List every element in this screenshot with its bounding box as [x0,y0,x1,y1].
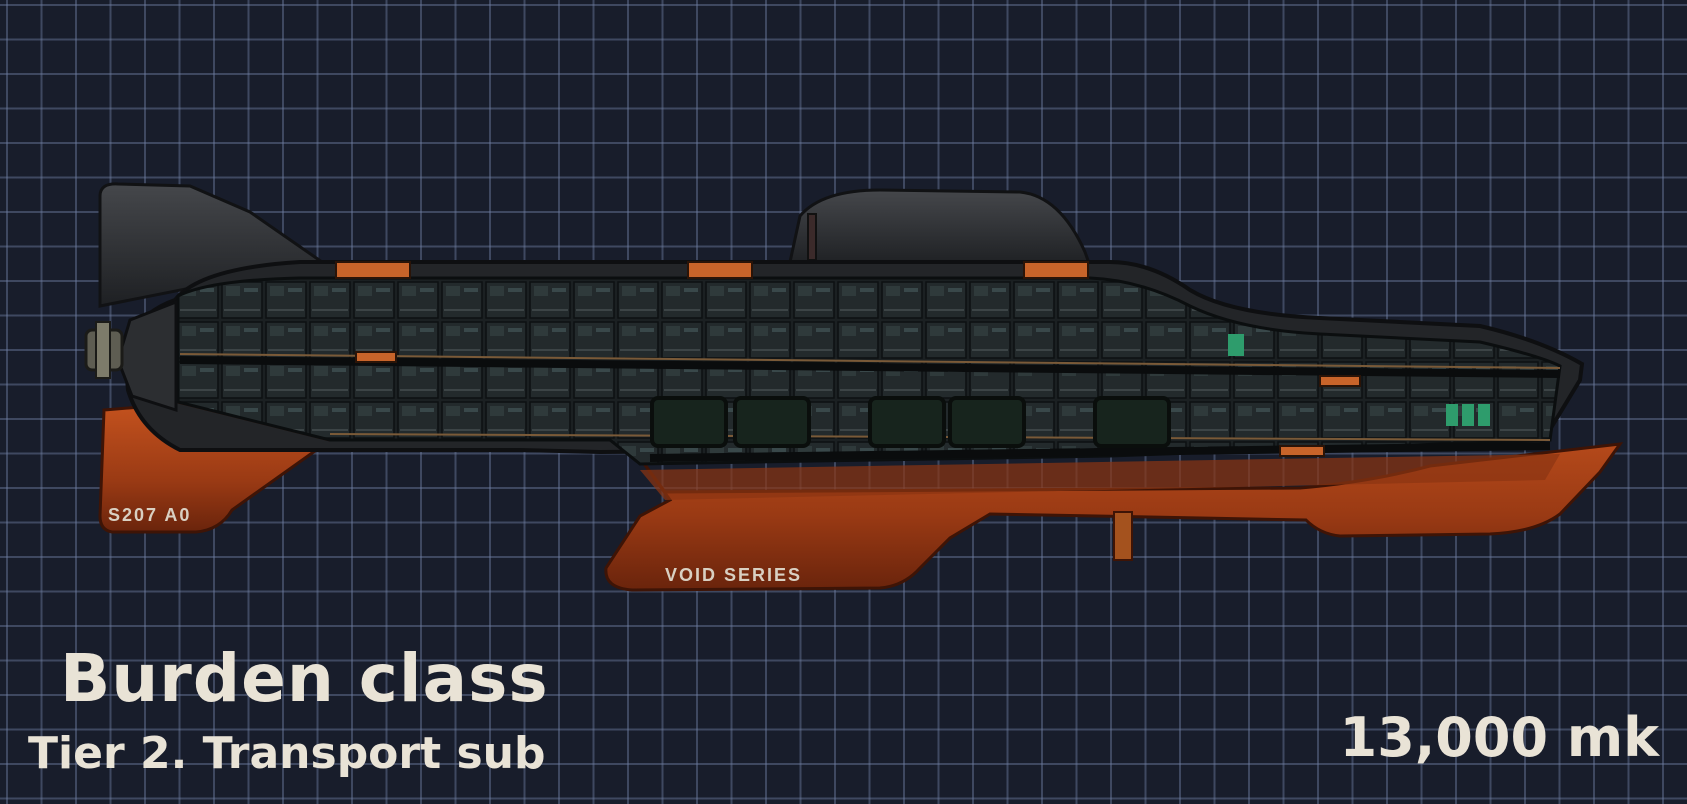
conning-tower [788,188,1093,268]
class-title: Burden class [60,640,549,717]
propeller [84,299,178,413]
tail-fin-upper [98,182,326,308]
series-marking: VOID SERIES [665,565,802,585]
periscope [807,213,817,261]
class-subtitle: Tier 2. Transport sub [28,728,546,779]
deck-lines [179,356,1561,462]
monitors [1228,334,1490,426]
interior-cutaway [176,276,1562,466]
price-label: 13,000 mk [1339,706,1659,769]
ballast-hatch [1113,511,1133,561]
hull-lights [335,261,1361,457]
cargo-bays [650,396,1171,448]
keel [177,400,1624,592]
keel-lip [640,454,1560,500]
hull-marking: S207 A0 [108,505,191,525]
